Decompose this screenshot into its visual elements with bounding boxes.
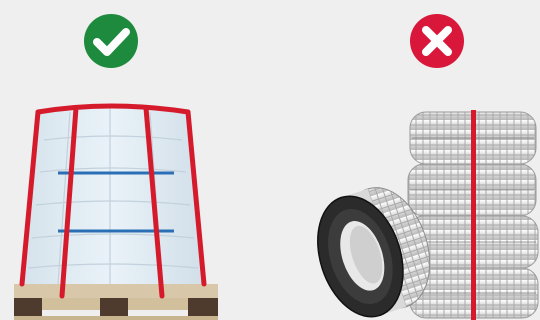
wrapped-tire-pallet	[14, 106, 218, 320]
loose-tire-stack	[303, 110, 538, 320]
single-red-strap	[471, 110, 476, 320]
approved-circle	[84, 14, 138, 68]
approved-status-badge	[84, 14, 138, 68]
rejected-status-badge	[410, 14, 464, 68]
pallet	[14, 284, 218, 320]
shrink-wrap	[22, 106, 202, 285]
